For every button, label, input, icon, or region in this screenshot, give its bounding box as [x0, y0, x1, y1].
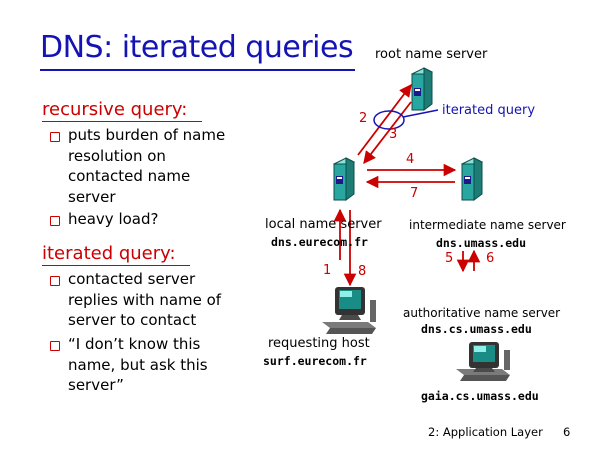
requesting-host-name: surf.eurecom.fr [263, 354, 367, 368]
recursive-heading-underline [42, 121, 202, 122]
slide-title: DNS: iterated queries [40, 30, 354, 65]
footer-page-number: 6 [563, 425, 571, 439]
step-3: 3 [389, 127, 398, 142]
bullet-marker [50, 276, 60, 286]
authoritative-server-host: dns.cs.umass.edu [421, 322, 532, 336]
local-server-host: dns.eurecom.fr [271, 235, 368, 249]
arrow-3 [363, 101, 412, 164]
step-5: 5 [445, 251, 454, 266]
intermediate-server-icon [460, 157, 484, 201]
step-4: 4 [406, 152, 415, 167]
iterated-query-ellipse [373, 110, 405, 130]
recursive-bullet-2: heavy load? [68, 210, 159, 228]
root-server-label: root name server [375, 47, 488, 62]
iterated-heading-underline [42, 265, 190, 266]
requesting-host-computer-icon [322, 287, 376, 334]
requesting-host-label: requesting host [268, 336, 370, 351]
step-1: 1 [323, 263, 332, 278]
root-server-icon [410, 67, 434, 111]
bullet-marker [50, 341, 60, 351]
iterated-heading: iterated query: [42, 243, 176, 264]
intermediate-server-label: intermediate name server [409, 218, 566, 232]
bullet-marker [50, 132, 60, 142]
footer-chapter: 2: Application Layer [428, 425, 543, 439]
step-2: 2 [359, 111, 368, 126]
target-host-computer-icon [456, 342, 510, 381]
iterated-bullet-1: contacted server replies with name of se… [68, 270, 222, 329]
step-6: 6 [486, 251, 495, 266]
step-8: 8 [358, 264, 367, 279]
target-host-name: gaia.cs.umass.edu [421, 389, 539, 403]
recursive-heading: recursive query: [42, 99, 188, 120]
intermediate-server-host: dns.umass.edu [436, 236, 527, 250]
iterated-query-pointer [402, 109, 439, 118]
local-server-label: local name server [265, 217, 382, 232]
arrow-2 [357, 83, 412, 156]
bullet-marker [50, 216, 60, 226]
authoritative-server-label: authoritative name server [403, 306, 561, 320]
title-underline [40, 69, 355, 71]
iterated-query-label: iterated query [442, 103, 536, 118]
iterated-bullet-2: “I don’t know this name, but ask this se… [68, 335, 208, 394]
local-server-icon [332, 157, 356, 201]
step-7: 7 [410, 186, 419, 201]
recursive-bullet-1: puts burden of name resolution on contac… [68, 126, 226, 206]
